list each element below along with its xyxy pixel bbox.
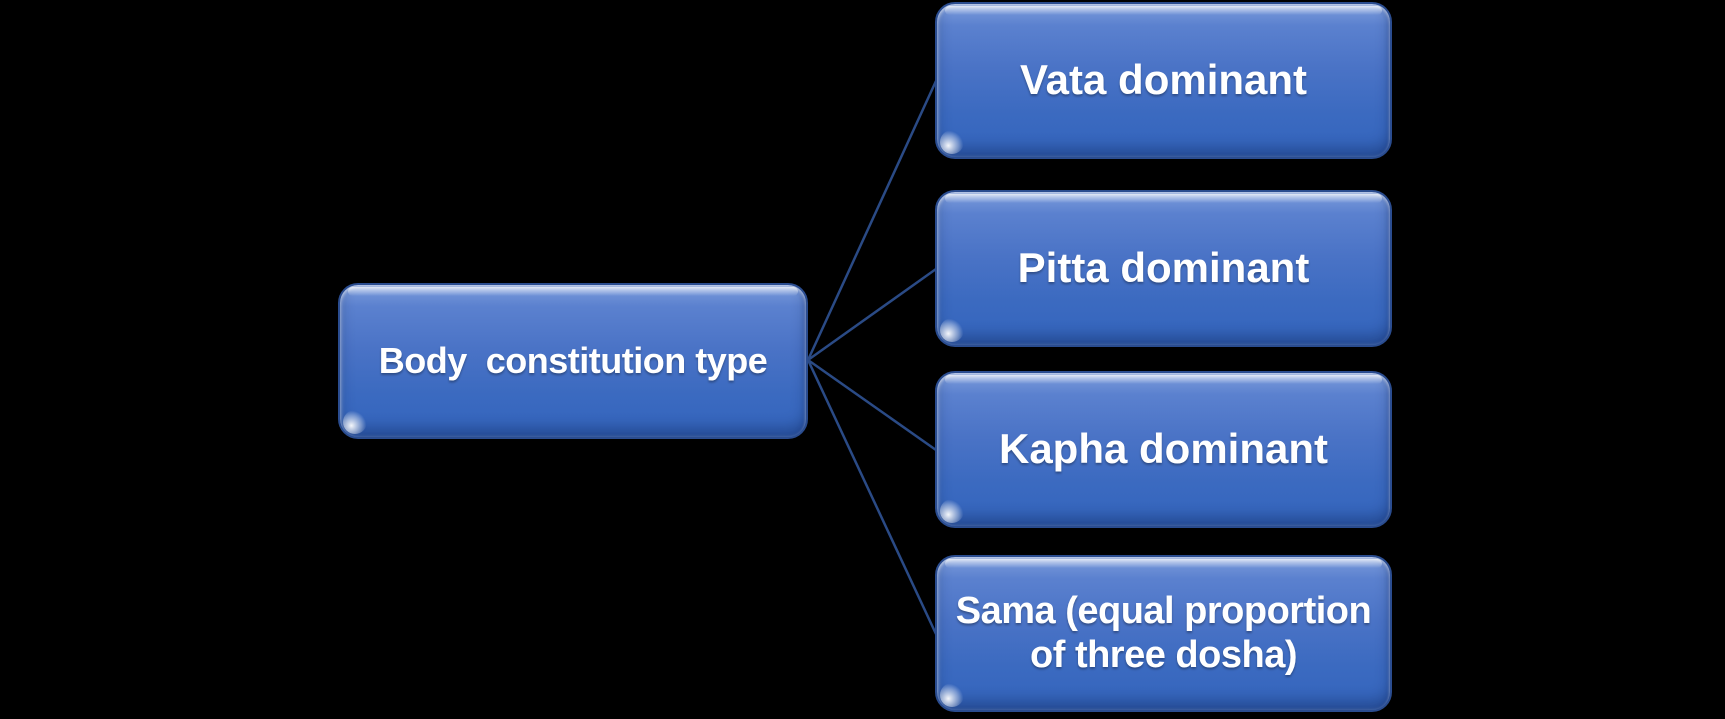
node-vata-dominant: Vata dominant bbox=[935, 2, 1392, 159]
node-body-constitution-type: Body constitution type bbox=[338, 283, 808, 439]
connector-line-root-to-vata bbox=[806, 80, 938, 361]
node-kapha-dominant-label: Kapha dominant bbox=[998, 425, 1328, 473]
node-pitta-dominant: Pitta dominant bbox=[935, 190, 1392, 347]
connector-line-root-to-sama bbox=[806, 359, 938, 635]
node-sama-equal-proportion: Sama (equal proportion of three dosha) bbox=[935, 555, 1392, 712]
node-body-constitution-type-label: Body constitution type bbox=[378, 340, 768, 382]
connector-line-root-to-pitta bbox=[807, 267, 937, 362]
node-vata-dominant-label: Vata dominant bbox=[1019, 56, 1308, 104]
node-pitta-dominant-label: Pitta dominant bbox=[1017, 244, 1310, 292]
node-sama-equal-proportion-label: Sama (equal proportion of three dosha) bbox=[955, 589, 1372, 676]
connector-line-root-to-kapha bbox=[807, 358, 937, 452]
node-kapha-dominant: Kapha dominant bbox=[935, 371, 1392, 528]
